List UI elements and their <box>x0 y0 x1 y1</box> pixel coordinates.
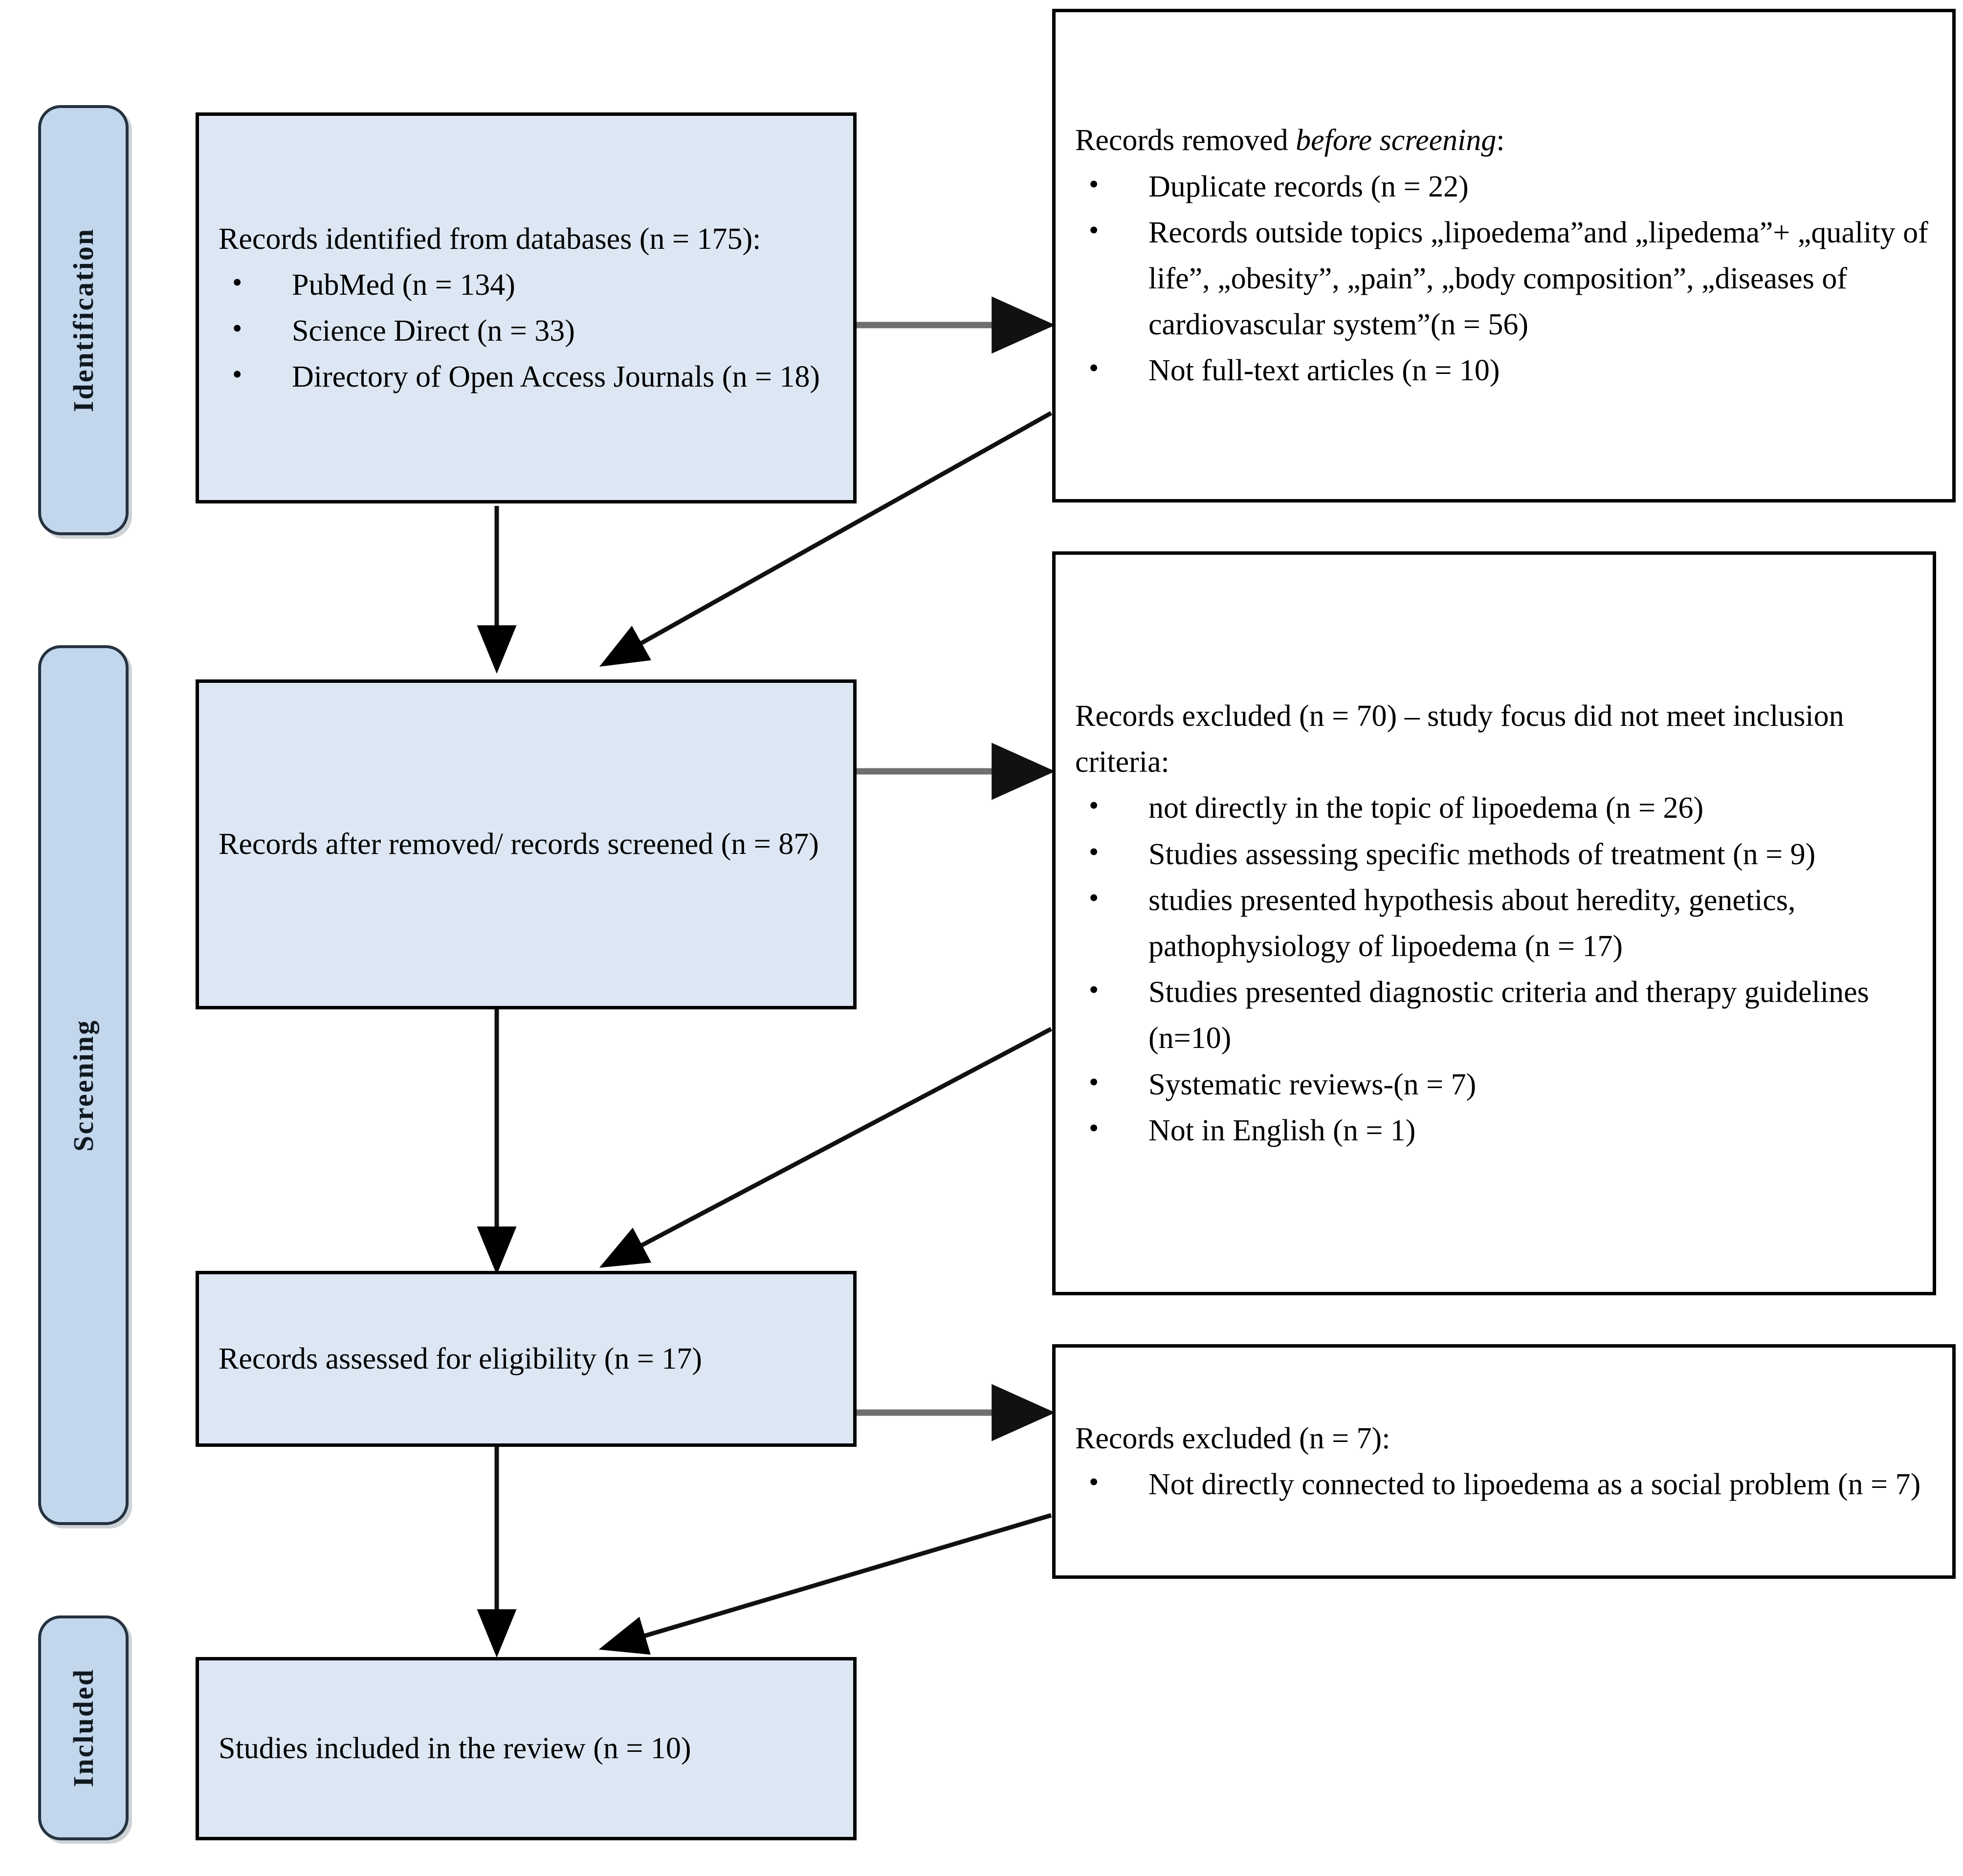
heading-text-tail: : <box>1496 124 1505 157</box>
list-item: Not in English (n = 1) <box>1075 1107 1913 1154</box>
list-item: PubMed (n = 134) <box>219 261 834 308</box>
stage-bar-included: Included <box>38 1615 129 1840</box>
heading-text-italic: before screening <box>1296 124 1497 157</box>
node-records-excluded-70: Records excluded (n = 70) – study focus … <box>1052 551 1936 1295</box>
node-records-screened-heading: Records after removed/ records screened … <box>219 828 819 861</box>
list-item: not directly in the topic of lipoedema (… <box>1075 784 1913 831</box>
list-item: Not full-text articles (n = 10) <box>1075 347 1933 393</box>
stage-bar-screening: Screening <box>38 645 129 1525</box>
node-records-removed-before-screening: Records removed before screening: Duplic… <box>1052 9 1956 502</box>
list-item: Science Direct (n = 33) <box>219 307 834 354</box>
list-item: Duplicate records (n = 22) <box>1075 163 1933 210</box>
list-item: Studies presented diagnostic criteria an… <box>1075 968 1913 1061</box>
stage-label-screening: Screening <box>67 1019 99 1152</box>
node-records-screened: Records after removed/ records screened … <box>196 679 857 1009</box>
list-item: Studies assessing specific methods of tr… <box>1075 830 1913 877</box>
node-records-identified: Records identified from databases (n = 1… <box>196 112 857 503</box>
node-records-removed-list: Duplicate records (n = 22) Records outsi… <box>1075 163 1933 394</box>
node-studies-included-heading: Studies included in the review (n = 10) <box>219 1732 691 1766</box>
node-records-assessed-eligibility: Records assessed for eligibility (n = 17… <box>196 1271 857 1447</box>
list-item: Directory of Open Access Journals (n = 1… <box>219 353 834 400</box>
node-records-excluded-7-heading: Records excluded (n = 7): <box>1075 1421 1390 1455</box>
heading-text-plain: Records removed <box>1075 124 1296 157</box>
node-records-excluded-70-heading: Records excluded (n = 70) – study focus … <box>1075 699 1844 779</box>
list-item: Records outside topics „lipoedema”and „l… <box>1075 209 1933 348</box>
list-item: Systematic reviews-(n = 7) <box>1075 1061 1913 1108</box>
arrow-excluded70-to-assessed <box>599 1027 1053 1268</box>
node-studies-included: Studies included in the review (n = 10) <box>196 1657 857 1840</box>
list-item: studies presented hypothesis about hered… <box>1075 876 1913 969</box>
stage-bar-identification: Identification <box>38 105 129 535</box>
list-item: Not directly connected to lipoedema as a… <box>1075 1461 1933 1507</box>
stage-label-identification: Identification <box>67 228 99 413</box>
node-records-identified-heading: Records identified from databases (n = 1… <box>219 222 761 256</box>
node-records-excluded-7-list: Not directly connected to lipoedema as a… <box>1075 1461 1933 1507</box>
stage-label-included: Included <box>67 1668 99 1788</box>
node-records-excluded-70-list: not directly in the topic of lipoedema (… <box>1075 784 1913 1154</box>
node-records-removed-heading: Records removed before screening: <box>1075 117 1933 163</box>
arrow-excluded7-to-included <box>598 1513 1052 1655</box>
node-records-identified-list: PubMed (n = 134) Science Direct (n = 33)… <box>219 261 834 400</box>
node-records-assessed-heading: Records assessed for eligibility (n = 17… <box>219 1342 702 1375</box>
node-records-excluded-7: Records excluded (n = 7): Not directly c… <box>1052 1344 1956 1579</box>
